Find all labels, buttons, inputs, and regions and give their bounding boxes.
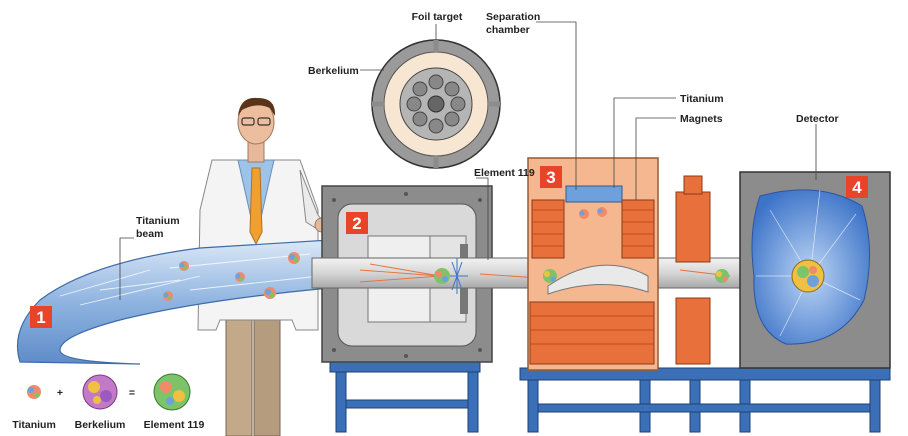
- label-chamber: chamber: [486, 24, 530, 36]
- separation-unit: [527, 157, 659, 371]
- support-frames: [329, 359, 891, 433]
- titanium-filter: [565, 185, 623, 203]
- label-titanium: Titanium: [680, 93, 724, 105]
- step-badges: 1 2 3 4: [30, 166, 868, 328]
- legend-label-berkelium: Berkelium: [75, 419, 126, 431]
- step-badge-1: [30, 306, 52, 328]
- element119-atom: [791, 259, 825, 293]
- element119-atom: [715, 269, 729, 283]
- labels: Foil target Separation chamber Berkelium…: [136, 11, 839, 240]
- focusing-magnet: [675, 175, 711, 365]
- titanium-ion: [579, 209, 589, 219]
- label-element119: Element 119: [474, 167, 535, 179]
- label-separation: Separation: [486, 11, 540, 23]
- collision-burst: [448, 258, 468, 294]
- element119-atom: [434, 268, 450, 284]
- label-detector: Detector: [796, 113, 839, 125]
- legend-berkelium-atom: [82, 374, 118, 410]
- legend: + = Titanium Berkelium Element 119: [12, 373, 205, 431]
- titanium-ion: [179, 261, 189, 271]
- step-badge-2: [346, 212, 368, 234]
- foil-target-wheel: [371, 39, 501, 169]
- svg-text:4: 4: [852, 178, 862, 197]
- titanium-ion: [163, 291, 173, 301]
- label-foil-target: Foil target: [412, 11, 463, 23]
- label-magnets: Magnets: [680, 113, 723, 125]
- svg-text:3: 3: [546, 168, 555, 187]
- label-titanium-beam-1: Titanium: [136, 215, 180, 227]
- step-badge-4: [846, 176, 868, 198]
- element119-atom: [543, 269, 557, 283]
- step-badge-3: [540, 166, 562, 188]
- label-berkelium: Berkelium: [308, 65, 359, 77]
- legend-label-titanium: Titanium: [12, 419, 56, 431]
- titanium-ion: [597, 207, 607, 217]
- label-titanium-beam-2: beam: [136, 228, 163, 240]
- titanium-beam: [16, 239, 331, 365]
- leader-lines: [119, 21, 817, 300]
- titanium-ion: [288, 252, 300, 264]
- titanium-ion: [235, 272, 245, 282]
- detector: [739, 171, 891, 369]
- titanium-ion: [264, 287, 276, 299]
- legend-label-element119: Element 119: [144, 419, 205, 431]
- svg-text:2: 2: [352, 214, 361, 233]
- legend-element119-atom: [153, 373, 191, 411]
- legend-titanium-atom: [27, 385, 41, 399]
- svg-text:1: 1: [36, 308, 45, 327]
- legend-plus: +: [57, 387, 63, 399]
- legend-equals: =: [129, 387, 135, 399]
- particles: [163, 207, 825, 301]
